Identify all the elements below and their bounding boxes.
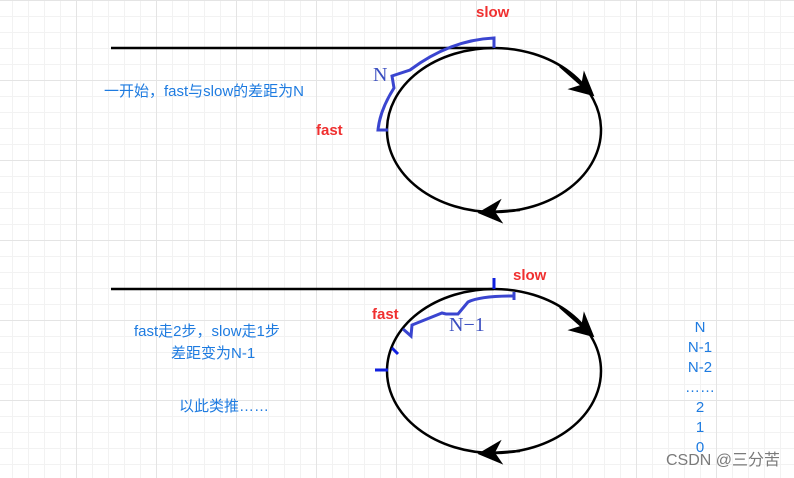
bottom-arrow-right: [559, 306, 595, 338]
top-slow-label: slow: [476, 4, 510, 21]
bottom-caption-line1: fast走2步，slow走1步: [134, 323, 280, 340]
top-caption: 一开始，fast与slow的差距为N: [104, 83, 305, 100]
top-fast-label: fast: [316, 122, 343, 139]
bottom-slow-label: slow: [513, 267, 547, 284]
top-gap-brace: [376, 36, 496, 132]
watermark: CSDN @三分苦: [665, 452, 780, 469]
bottom-gap-label: N−1: [449, 314, 485, 336]
bottom-fast-old-tick1: [390, 346, 400, 356]
top-arrow-right: [559, 65, 595, 97]
sequence-item: N-2: [687, 359, 713, 376]
sequence-item: N-1: [687, 339, 713, 356]
gap-sequence: N N-1 N-2 …… 2 1 0: [680, 318, 720, 458]
bottom-fast-label: fast: [372, 306, 399, 323]
sequence-item: 0: [695, 439, 705, 456]
bottom-arrow-bottom: [477, 439, 521, 465]
sequence-item: 2: [695, 399, 705, 416]
sequence-item: ……: [685, 379, 715, 396]
top-arrow-bottom: [477, 198, 521, 224]
top-gap-label: N: [373, 64, 388, 86]
sequence-item: 1: [695, 419, 705, 436]
bottom-caption-line3: 以此类推……: [179, 398, 270, 415]
bottom-gap-brace: [402, 292, 516, 340]
bottom-caption-line2: 差距变为N-1: [171, 345, 256, 362]
sequence-item: N: [694, 319, 706, 336]
